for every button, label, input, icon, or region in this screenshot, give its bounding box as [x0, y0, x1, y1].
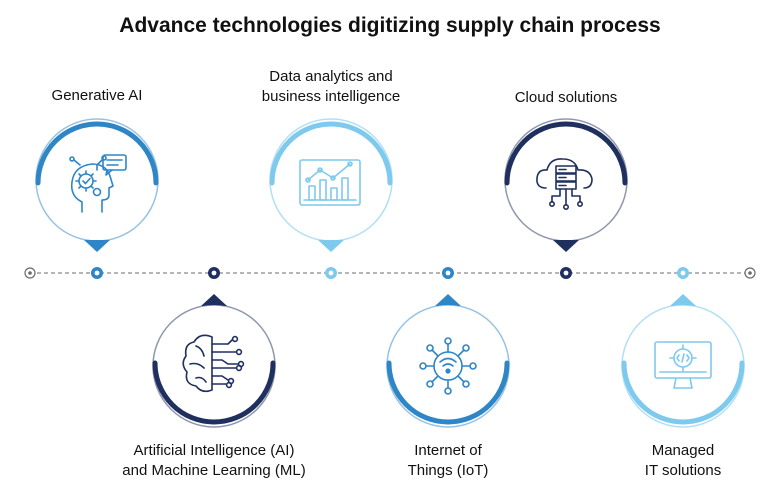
badge-generative-ai: [35, 118, 159, 252]
timeline-node-4: [442, 267, 454, 279]
badge-iot: [386, 294, 510, 428]
timeline-start-marker: [24, 267, 36, 279]
label-cloud: Cloud solutions: [514, 89, 618, 106]
cloud-server-icon: [536, 158, 593, 211]
label-ai-ml: Artificial Intelligence (AI) and Machine…: [122, 442, 306, 479]
timeline-node-3: [325, 267, 337, 279]
wifi-network-icon: [419, 337, 477, 395]
brain-circuit-icon: [182, 334, 245, 393]
diagram-title: Advance technologies digitizing supply c…: [119, 14, 661, 37]
timeline-node-1: [91, 267, 103, 279]
label-managed-it: Managed IT solutions: [644, 442, 722, 479]
badge-managed-it: [621, 294, 745, 428]
timeline-end-marker: [744, 267, 756, 279]
label-data-analytics: Data analytics and business intelligence: [261, 68, 401, 105]
monitor-code-gear-icon: [654, 341, 712, 389]
ai-head-gears-icon: [69, 154, 127, 213]
badge-ai-ml: [152, 294, 276, 428]
label-iot: Internet of Things (IoT): [407, 442, 489, 479]
timeline-node-6: [677, 267, 689, 279]
timeline-node-5: [560, 267, 572, 279]
timeline-node-2: [208, 267, 220, 279]
analytics-chart-icon: [299, 159, 361, 206]
badge-cloud: [504, 118, 628, 252]
label-generative-ai: Generative AI: [51, 87, 143, 104]
timeline: [24, 267, 756, 279]
badge-data-analytics: [269, 118, 393, 252]
